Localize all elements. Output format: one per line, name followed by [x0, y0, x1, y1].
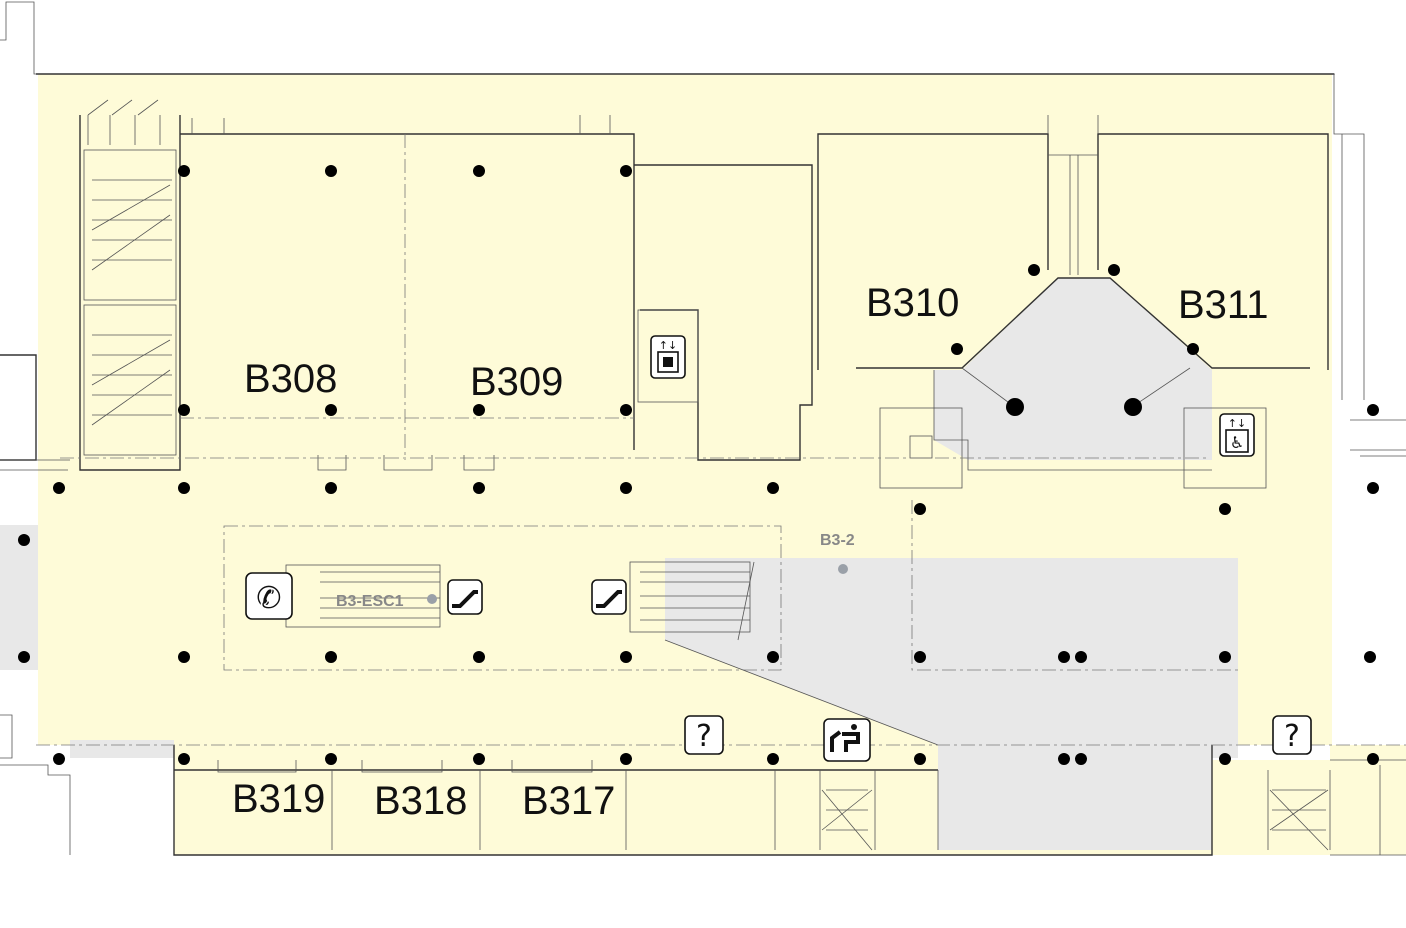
column: [951, 343, 963, 355]
column: [914, 503, 926, 515]
column: [1028, 264, 1040, 276]
column: [767, 651, 779, 663]
drinking-fountain-icon[interactable]: [823, 718, 871, 762]
freight-elevator-icon[interactable]: ↑↓: [650, 335, 686, 379]
column: [767, 482, 779, 494]
column: [178, 753, 190, 765]
column: [767, 753, 779, 765]
column: [1367, 482, 1379, 494]
room-walls-b308-b309: [180, 115, 635, 471]
column: [1219, 651, 1231, 663]
column: [1075, 651, 1087, 663]
column: [325, 165, 337, 177]
column: [18, 651, 30, 663]
column: [473, 404, 485, 416]
elevator-pivot: [1006, 398, 1024, 416]
column: [325, 482, 337, 494]
escalator-icon[interactable]: [447, 579, 483, 615]
b3-2-outline: [911, 500, 1238, 671]
column: [178, 651, 190, 663]
svg-text:♿: ♿: [1230, 433, 1244, 452]
room-label-b318: B318: [374, 779, 467, 823]
column: [178, 165, 190, 177]
room-label-b310: B310: [866, 281, 959, 325]
column: [473, 753, 485, 765]
shaded-area-atrium: [934, 278, 1212, 460]
column: [1058, 651, 1070, 663]
column: [178, 404, 190, 416]
columns: [18, 165, 1379, 765]
question-mark-icon[interactable]: ?: [684, 715, 724, 755]
escalator-marker: [427, 594, 437, 604]
column: [1108, 264, 1120, 276]
column: [620, 753, 632, 765]
column: [473, 482, 485, 494]
column: [1075, 753, 1087, 765]
column: [325, 404, 337, 416]
area-label-b3-2: B3-2: [820, 532, 855, 549]
svg-text:↑↓: ↑↓: [659, 339, 677, 352]
column: [1219, 753, 1231, 765]
telephone-icon[interactable]: ✆: [245, 572, 293, 620]
outer-walls: [0, 73, 1406, 856]
column: [18, 534, 30, 546]
column: [620, 651, 632, 663]
shaded-area-left: [0, 525, 38, 670]
room-label-b309: B309: [470, 360, 563, 404]
area-marker: [838, 564, 848, 574]
column: [914, 651, 926, 663]
room-walls-bottom: [36, 744, 1406, 851]
question-mark-icon[interactable]: ?: [1272, 715, 1312, 755]
column: [473, 651, 485, 663]
room-label-b311: B311: [1178, 283, 1268, 327]
column: [1364, 651, 1376, 663]
svg-text:?: ?: [1284, 719, 1300, 754]
column: [1058, 753, 1070, 765]
room-label-b319: B319: [232, 777, 325, 821]
accessible-elevator-icon[interactable]: ↑↓ ♿: [1219, 413, 1255, 457]
svg-text:↑↓: ↑↓: [1228, 417, 1246, 430]
room-label-b308: B308: [244, 357, 337, 401]
escalator-label: B3-ESC1: [336, 593, 404, 610]
column: [473, 165, 485, 177]
column: [620, 404, 632, 416]
stairwell-left: [83, 99, 177, 456]
column: [53, 753, 65, 765]
svg-text:?: ?: [696, 719, 712, 754]
column: [620, 165, 632, 177]
column: [178, 482, 190, 494]
column: [1367, 753, 1379, 765]
column: [325, 753, 337, 765]
column: [1219, 503, 1231, 515]
column: [620, 482, 632, 494]
elevator-pivot: [1124, 398, 1142, 416]
column: [1367, 404, 1379, 416]
room-walls-center: [634, 115, 1329, 489]
column: [325, 651, 337, 663]
column: [53, 482, 65, 494]
building-outline: [0, 1, 1335, 75]
room-label-b317: B317: [522, 779, 615, 823]
escalator-icon[interactable]: [591, 579, 627, 615]
shaded-area-b3-2: [665, 558, 1238, 850]
shaded-area-corridor: [70, 740, 174, 758]
column: [1187, 343, 1199, 355]
column: [914, 753, 926, 765]
svg-text:✆: ✆: [256, 581, 281, 616]
escalator-zone: [223, 525, 939, 746]
